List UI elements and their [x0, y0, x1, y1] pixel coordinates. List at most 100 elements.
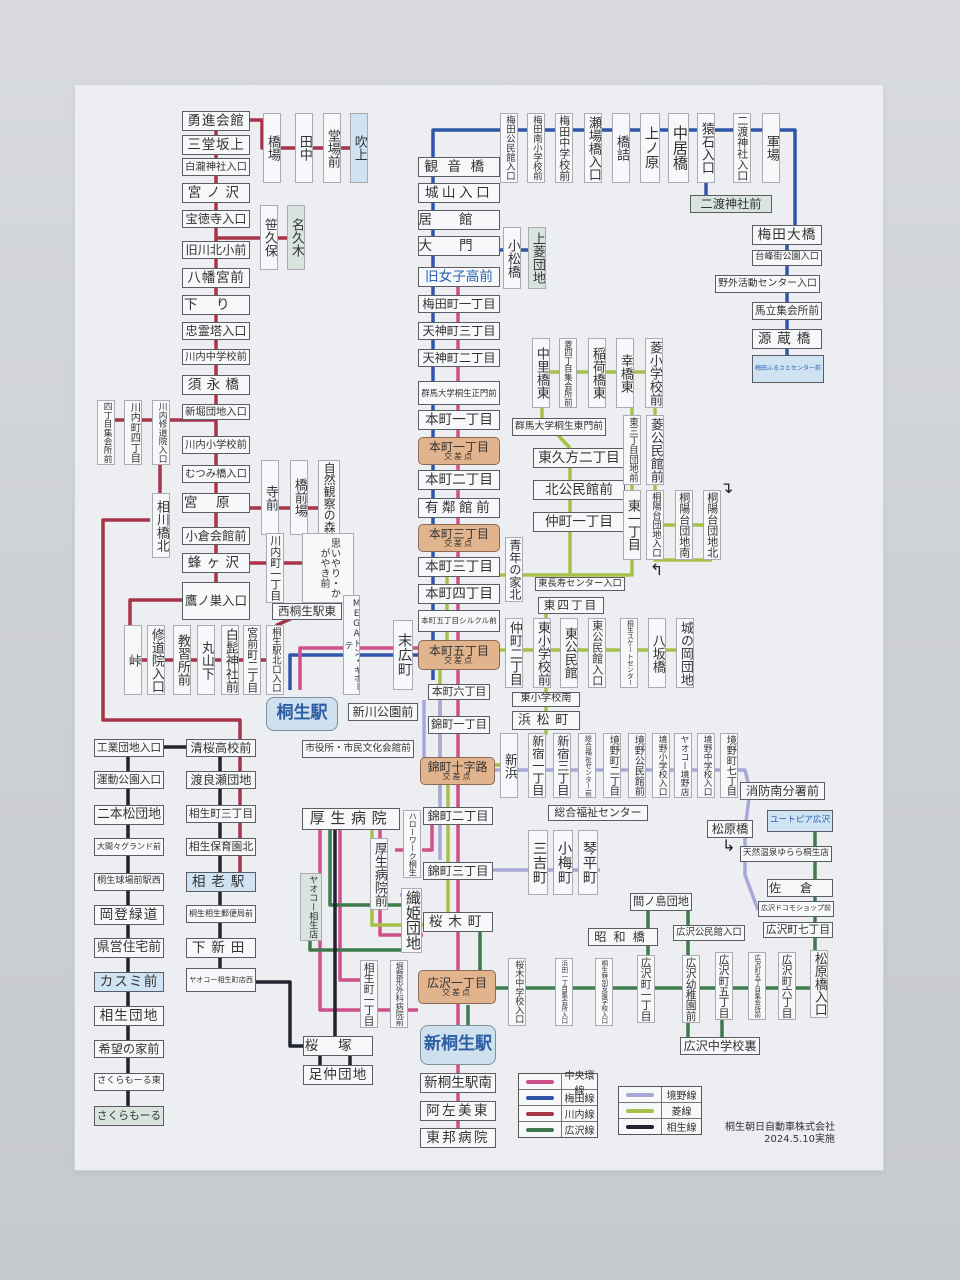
bus-stop: 川内町一丁目: [266, 533, 284, 603]
stop-name: 勇進会館: [187, 112, 245, 129]
bus-stop: 新川公園前: [348, 703, 418, 721]
bus-stop: 新浜: [500, 733, 518, 798]
stop-name: 城山入口: [424, 184, 494, 201]
legend-label: 菱線: [671, 1107, 692, 1118]
stop-name: 桐生球場前駅西: [97, 876, 161, 887]
legend-item: 相生線: [619, 1119, 701, 1134]
stop-name: 錦町一丁目: [431, 718, 487, 732]
stop-name: 昭和橋: [594, 929, 652, 944]
stop-name: 阿左美東: [426, 1102, 490, 1119]
stop-name: 桐生駅北口入口: [269, 627, 281, 693]
stop-name: 橋場: [264, 135, 280, 161]
bus-stop: 上菱団地: [528, 227, 546, 289]
bus-stop: 二渡神社入口: [733, 113, 751, 183]
legend-box-2: 境野線 菱線 相生線: [618, 1086, 702, 1135]
stop-name: 境野小学校入口: [656, 735, 667, 796]
stop-name: 東久方二丁目: [538, 449, 620, 466]
stop-name: 寺前: [262, 484, 278, 511]
bus-stop: 台峰街公園入口: [752, 250, 822, 266]
stop-name: 東小学校南: [520, 693, 572, 705]
bus-stop: 新堀団地入口: [182, 404, 250, 420]
stop-name: 川内町一丁目: [268, 535, 282, 601]
stop-name: 東公民館入口: [590, 620, 604, 686]
bus-stop: 下り: [182, 295, 250, 315]
bus-stop: 峠: [124, 625, 142, 695]
bus-stop: 橋前場: [290, 460, 308, 535]
bus-stop: 有鄰館前: [418, 498, 500, 518]
intersection-label: 交差点: [444, 656, 474, 666]
stop-name: 八幡宮前: [187, 269, 245, 286]
stop-name: 桐生スケートセンター: [625, 620, 634, 686]
stop-name: 渡良瀬団地: [190, 772, 252, 787]
bus-stop: 菱四丁目集会所前: [559, 338, 577, 408]
legend-item: 菱線: [619, 1103, 701, 1119]
stop-name: 須永橋: [187, 376, 245, 393]
bus-stop: 相生団地: [94, 1006, 164, 1026]
stop-name: 桐陽台団地北: [705, 492, 719, 558]
bus-stop: 本町五丁目交差点: [418, 640, 500, 670]
bus-stop: 東邦病院: [420, 1128, 496, 1148]
stop-name: 相川橋北: [153, 499, 169, 552]
stop-name: 県営住宅前: [97, 940, 161, 956]
bus-stop: 総合福祉センター: [548, 805, 648, 821]
bus-stop: 相老駅: [186, 872, 256, 892]
bus-stop: MEGAドン・キホーテ: [343, 595, 360, 695]
stop-name: 軍場: [763, 135, 779, 161]
bus-stop: 本町五丁目シルクル前: [418, 610, 500, 632]
bus-stop: 猿石入口: [697, 113, 715, 183]
bus-stop: 川内町四丁目: [124, 400, 142, 465]
bus-stop: 仲町二丁目: [505, 618, 523, 688]
stop-name: 宝徳寺入口: [185, 211, 247, 226]
bus-stop: 錦町一丁目: [428, 716, 490, 734]
stop-name: 新川公園前: [352, 704, 414, 719]
stop-name: 織姫団地: [403, 890, 422, 951]
stop-name: 菱公民館前: [647, 417, 663, 483]
bus-stop: 笹久保: [260, 205, 278, 270]
stop-name: 相生団地: [99, 1007, 159, 1024]
stop-name: 城の岡団地: [677, 620, 693, 686]
bus-stop: 二渡神社前: [690, 195, 772, 213]
legend-label: 相生線: [666, 1123, 697, 1134]
stop-name: 東四丁目: [543, 598, 599, 613]
stop-name: 旧女子高前: [425, 268, 493, 285]
line-swatch-aioi: [626, 1124, 654, 1129]
bus-stop: 軍場: [762, 113, 780, 183]
stop-name: 本町二丁目: [425, 471, 493, 488]
intersection-label: 交差点: [442, 988, 472, 998]
stop-name: MEGAドン・キホーテ: [343, 598, 360, 692]
stop-name: 有鄰館前: [424, 499, 494, 516]
stop-name: 菱四丁目集会所前: [563, 339, 574, 407]
bus-stop: ヤオコー境野店: [674, 733, 692, 798]
bus-stop: 東久方二丁目: [533, 448, 625, 468]
bus-stop: 白髭神社前: [221, 625, 239, 695]
stop-name: 笹久保: [261, 218, 277, 257]
stop-name: 居館: [418, 211, 500, 228]
bus-stop: 相川橋北: [152, 493, 170, 558]
bus-stop: 鷹ノ巣入口: [182, 582, 250, 620]
bus-stop: 梅田公民館入口: [500, 113, 518, 183]
bus-stop: 総合福祉センター前: [578, 733, 596, 798]
legend-label: 境野線: [666, 1091, 697, 1102]
intersection-label: 交差点: [442, 772, 473, 782]
stop-name: 田中: [296, 135, 312, 161]
stop-name: 馬立集会所前: [754, 304, 820, 318]
effective-date: 2024.5.10実施: [764, 1134, 835, 1145]
stop-name: 梅田中学校前: [557, 115, 571, 181]
bus-stop: 琴平町: [578, 830, 598, 895]
stop-name: 鷹ノ巣入口: [185, 593, 247, 609]
bus-stop: ヤオコー相生町店西: [186, 968, 256, 992]
stop-name: 宮ノ沢: [187, 184, 245, 201]
stop-name: 川内中学校前: [185, 350, 247, 363]
stop-name: 仲町一丁目: [545, 513, 613, 530]
legend-item: 境野線: [619, 1087, 701, 1103]
bus-stop: さくらもーる: [94, 1106, 164, 1126]
footer: 桐生朝日自動車株式会社 2024.5.10実施: [705, 1122, 835, 1146]
bus-stop: 厚生病院前: [370, 838, 388, 910]
stop-name: 厚生病院前: [371, 841, 387, 907]
stop-name: 新浜: [501, 752, 517, 779]
bus-stop: 桐陽台団地北: [703, 490, 721, 560]
bus-stop: 堂場前: [323, 113, 341, 183]
bus-stop: 宮原: [182, 493, 250, 513]
bus-stop: 群馬大学桐生東門前: [512, 418, 606, 436]
stop-name: ヤオコー相生店: [306, 875, 317, 939]
